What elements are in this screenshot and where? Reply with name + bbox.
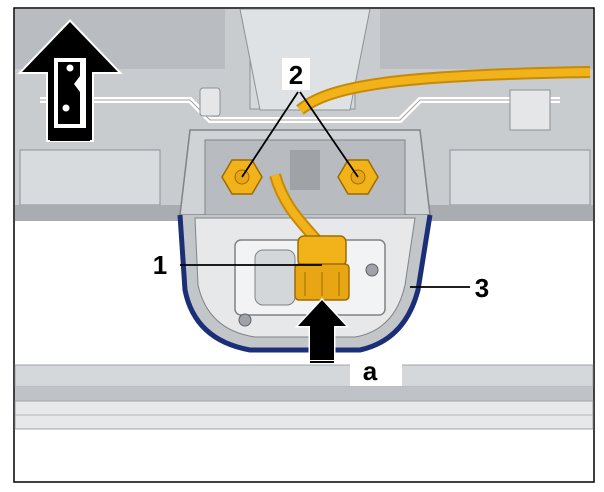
direction-arrow-with-door-icon [17, 19, 123, 142]
leader-line-2b [299, 91, 359, 178]
view-label-backing [350, 358, 402, 386]
cable-upper-right [297, 68, 591, 114]
plug-connector-part-1 [294, 235, 350, 301]
leader-line-2a [241, 91, 299, 178]
callout-3: 3 [475, 273, 489, 303]
mount-bracket [179, 129, 431, 216]
leader-lines [180, 91, 470, 288]
callout-2: 2 [289, 60, 303, 90]
callout-a: a [363, 356, 378, 386]
callout-2-backing [282, 58, 310, 90]
callout-1: 1 [153, 250, 167, 280]
push-direction-arrow-icon [294, 297, 350, 363]
